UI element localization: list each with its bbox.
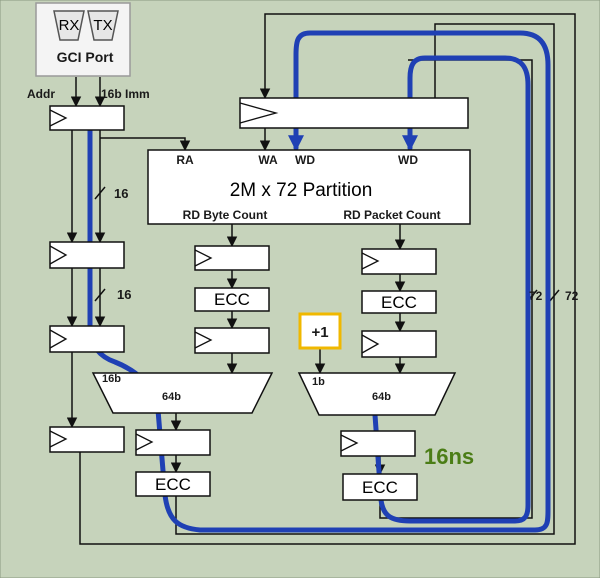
gci-port: RX TX GCI Port — [35, 2, 131, 77]
bus-width-16-b: 16 — [117, 287, 131, 302]
timing-label: 16ns — [424, 444, 474, 469]
adder-64b-label: 64b — [372, 391, 391, 403]
rd-packet-count-label: RD Packet Count — [343, 208, 440, 222]
rx-label: RX — [59, 17, 80, 34]
ecc-packet: ECC — [361, 290, 437, 314]
gci-port-title: GCI Port — [57, 49, 114, 65]
top-register — [239, 97, 469, 129]
register-byte-2 — [194, 327, 270, 354]
register-bottom-left — [135, 429, 211, 456]
tx-label: TX — [93, 17, 112, 34]
tx-port-icon — [87, 10, 119, 41]
mux-left — [91, 372, 274, 414]
ecc-byte: ECC — [194, 287, 270, 312]
critical-path — [87, 30, 551, 533]
imm-label: 16b Imm — [101, 87, 150, 101]
ecc-bottom-left: ECC — [135, 471, 211, 497]
register-packet-2 — [361, 330, 437, 358]
bus-width-72-a: 72 — [529, 289, 543, 303]
register-address-1 — [49, 105, 125, 131]
memory-title: 2M x 72 Partition — [230, 180, 373, 201]
rd-byte-count-label: RD Byte Count — [183, 208, 268, 222]
increment-label: +1 — [311, 324, 328, 341]
memory-partition: RA WA WD WD 2M x 72 Partition RD Byte Co… — [147, 149, 471, 225]
bus-width-72-b: 72 — [565, 289, 579, 303]
register-byte-1 — [194, 245, 270, 271]
mux-64b-label: 64b — [162, 391, 181, 403]
register-address-2 — [49, 241, 125, 269]
memory-ra-label: RA — [176, 153, 194, 167]
addr-label: Addr — [27, 87, 55, 101]
register-packet-1 — [361, 248, 437, 275]
rx-port-icon — [53, 10, 85, 41]
register-address-3 — [49, 325, 125, 353]
ecc-packet-label: ECC — [381, 293, 417, 312]
bus-width-16-a: 16 — [114, 186, 128, 201]
adder-right — [297, 372, 457, 416]
register-bottom-right — [340, 430, 416, 457]
ecc-byte-label: ECC — [214, 290, 250, 309]
ecc-bottom-right-label: ECC — [362, 478, 398, 497]
memory-wd-label-2: WD — [398, 153, 418, 167]
ecc-bottom-left-label: ECC — [155, 475, 191, 494]
mux-16b-label: 16b — [102, 373, 121, 385]
adder-1b-label: 1b — [312, 376, 325, 388]
increment-box: +1 — [298, 312, 342, 350]
register-address-4 — [49, 426, 125, 453]
memory-wd-label-1: WD — [295, 153, 315, 167]
memory-wa-label: WA — [258, 153, 278, 167]
ecc-bottom-right: ECC — [342, 473, 418, 501]
